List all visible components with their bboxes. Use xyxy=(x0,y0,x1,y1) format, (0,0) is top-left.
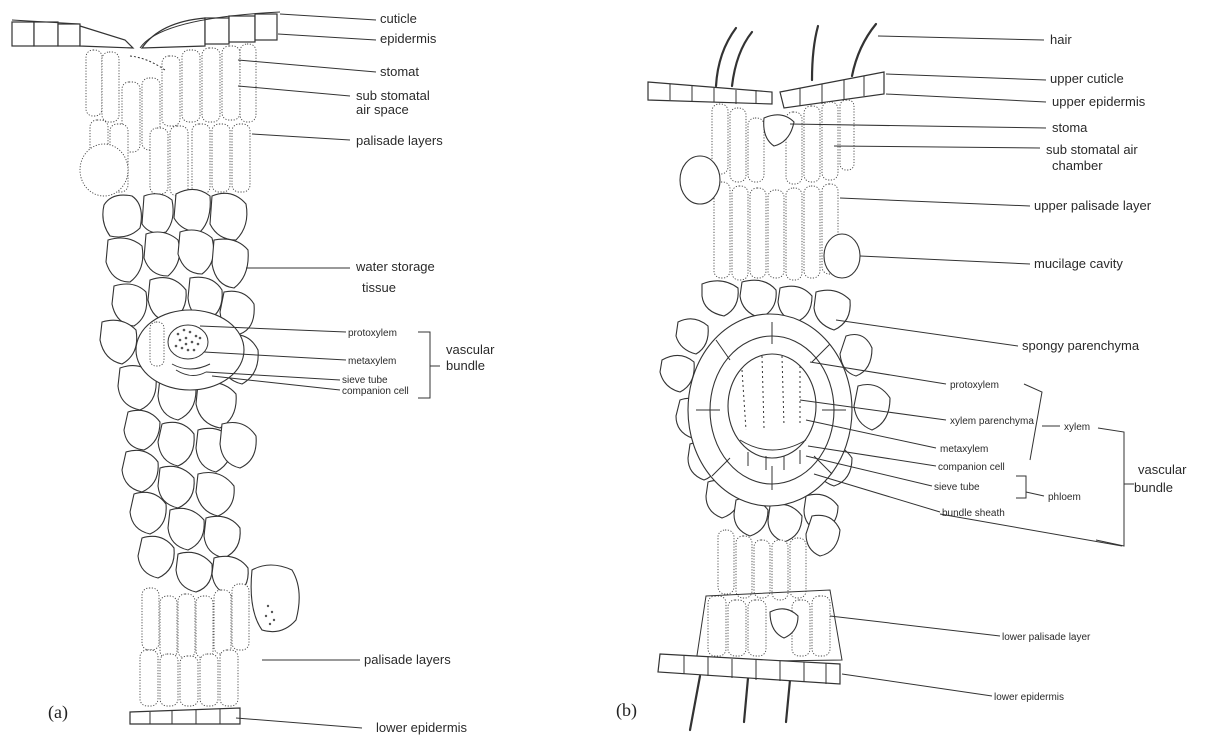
label-upper-palisade: upper palisade layer xyxy=(1034,198,1152,213)
label-spongy-parenchyma: spongy parenchyma xyxy=(1022,338,1140,353)
label-sieve-tube-b: sieve tube xyxy=(934,482,980,493)
panel-b-upper-palisade xyxy=(680,100,860,280)
label-sub-stomatal-2: air space xyxy=(356,102,409,117)
label-sub-stomatal-1: sub stomatal xyxy=(356,88,430,103)
label-protoxylem-a: protoxylem xyxy=(348,328,397,339)
label-water-storage-1: water storage xyxy=(355,259,435,274)
label-stoma: stoma xyxy=(1052,120,1088,135)
label-metaxylem-b: metaxylem xyxy=(940,444,988,455)
label-protoxylem-b: protoxylem xyxy=(950,380,999,391)
label-sub-stomatal-b-2: chamber xyxy=(1052,158,1103,173)
label-bundle-sheath: bundle sheath xyxy=(942,508,1005,519)
label-sub-stomatal-b-1: sub stomatal air xyxy=(1046,142,1138,157)
label-vascular-b-1: vascular xyxy=(1138,462,1187,477)
panel-a-water-storage xyxy=(100,189,258,596)
panel-b-vascular-bundle xyxy=(688,314,852,506)
label-hair: hair xyxy=(1050,32,1072,47)
label-mucilage-cavity: mucilage cavity xyxy=(1034,256,1123,271)
label-lower-epidermis-b: lower epidermis xyxy=(994,692,1064,703)
panel-a-drawing xyxy=(12,12,440,728)
label-palisade-lower: palisade layers xyxy=(364,652,451,667)
label-lower-epidermis-a: lower epidermis xyxy=(376,720,468,735)
label-sieve-tube-a: sieve tube xyxy=(342,375,388,386)
panel-b-letter: (b) xyxy=(616,700,637,721)
label-vascular-a-1: vascular xyxy=(446,342,495,357)
label-vascular-a-2: bundle xyxy=(446,358,485,373)
label-palisade-upper: palisade layers xyxy=(356,133,443,148)
label-lower-palisade: lower palisade layer xyxy=(1002,632,1091,643)
label-vascular-b-2: bundle xyxy=(1134,480,1173,495)
panel-a-upper-palisade xyxy=(80,44,256,196)
label-stomat: stomat xyxy=(380,64,419,79)
panel-a-lower-epidermis xyxy=(130,708,240,724)
panel-a-letter: (a) xyxy=(48,702,68,723)
label-water-storage-2: tissue xyxy=(362,280,396,295)
panel-b-lower-epidermis xyxy=(658,654,840,684)
panel-a-upper-epidermis xyxy=(12,12,280,48)
label-companion-cell-a: companion cell xyxy=(342,386,409,397)
label-companion-cell-b: companion cell xyxy=(938,462,1005,473)
label-cuticle: cuticle xyxy=(380,11,417,26)
label-upper-epidermis: upper epidermis xyxy=(1052,94,1146,109)
label-phloem: phloem xyxy=(1048,492,1081,503)
label-xylem: xylem xyxy=(1064,422,1090,433)
label-xylem-parenchyma: xylem parenchyma xyxy=(950,416,1034,427)
label-metaxylem-a: metaxylem xyxy=(348,356,396,367)
label-upper-cuticle: upper cuticle xyxy=(1050,71,1124,86)
label-epidermis: epidermis xyxy=(380,31,437,46)
